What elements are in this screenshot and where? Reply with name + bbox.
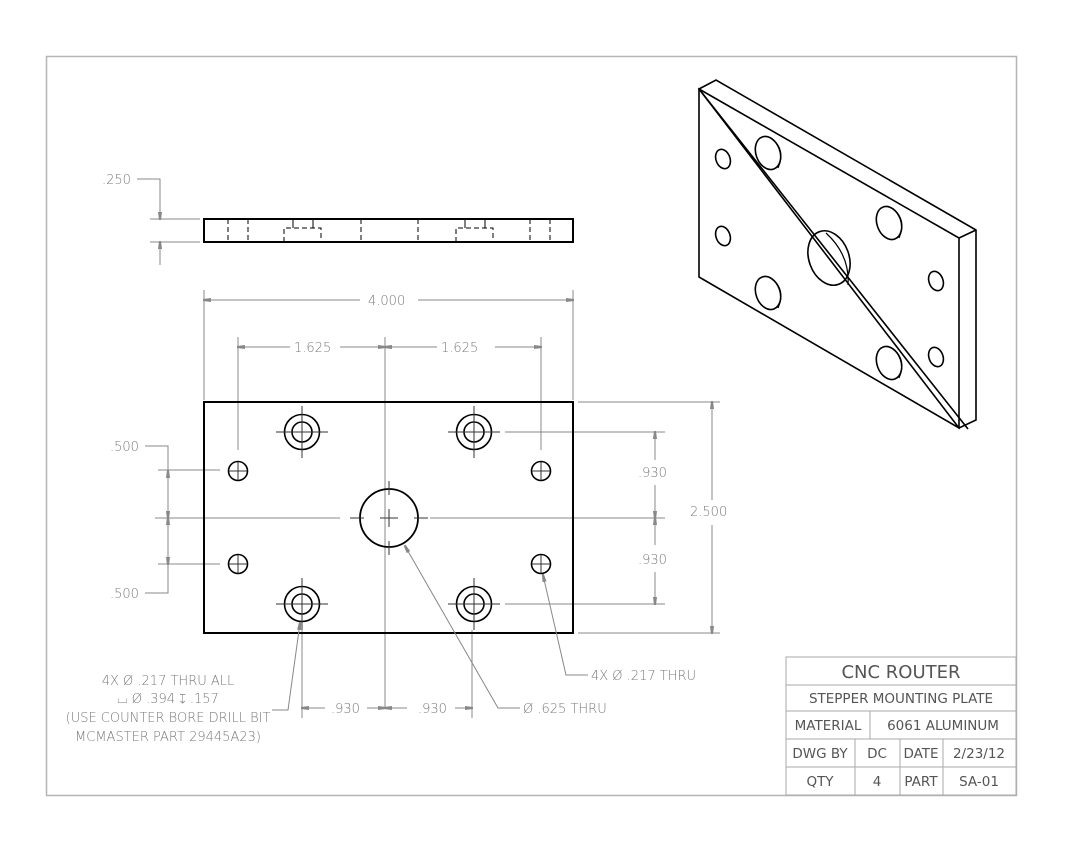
counterbore-callout: 4X Ø .217 THRU ALL ⌴ Ø .394 ↧ .157 (USE … (66, 674, 271, 745)
material-value: 6061 ALUMINUM (887, 718, 999, 734)
title-block: CNC ROUTER STEPPER MOUNTING PLATE MATERI… (785, 656, 1017, 796)
hidden-lines (227, 219, 551, 242)
date-label: DATE (903, 746, 938, 762)
part-value: SA-01 (959, 774, 999, 790)
svg-text:4X Ø .217 THRU ALL: 4X Ø .217 THRU ALL (102, 674, 235, 689)
plate-outline (203, 401, 574, 634)
svg-text:(USE COUNTER BORE DRILL BIT: (USE COUNTER BORE DRILL BIT (66, 711, 271, 726)
qty-label: QTY (806, 774, 834, 790)
upper-offset-label: .930 (638, 466, 667, 481)
thickness-label: .250 (102, 173, 131, 188)
height-dimension (653, 401, 714, 634)
svg-text:⌴ Ø .394 ↧ .157: ⌴ Ø .394 ↧ .157 (117, 692, 219, 707)
side-view-outline (203, 218, 574, 243)
project-name: CNC ROUTER (841, 662, 960, 683)
left-upper-label: .500 (110, 440, 139, 455)
small-holes-callout: 4X Ø .217 THRU (591, 669, 696, 684)
top-view: 4.000 1.625 1.625 (110, 290, 727, 718)
sheet-border (45, 55, 1018, 797)
left-lower-label: .500 (110, 587, 139, 602)
small-holes (227, 460, 552, 575)
side-view: .250 (102, 173, 574, 265)
bottom-left-label: .930 (331, 702, 360, 717)
right-span-label: 1.625 (441, 341, 478, 356)
center-hole-callout: Ø .625 THRU (523, 702, 607, 717)
part-name: STEPPER MOUNTING PLATE (809, 691, 993, 707)
part-label: PART (904, 774, 938, 790)
height-label: 2.500 (690, 505, 727, 520)
thickness-dimension (137, 178, 200, 265)
svg-text:MCMASTER PART 29445A23): MCMASTER PART 29445A23) (75, 730, 261, 745)
callout-leaders (272, 544, 588, 711)
drawn-by-value: DC (867, 746, 887, 762)
drawn-by-label: DWG BY (792, 746, 848, 762)
left-span-label: 1.625 (294, 341, 331, 356)
material-label: MATERIAL (795, 718, 862, 734)
date-value: 2/23/12 (953, 746, 1005, 762)
left-offset-dimensions (145, 445, 170, 594)
qty-value: 4 (873, 774, 882, 790)
bottom-right-label: .930 (418, 702, 447, 717)
width-label: 4.000 (368, 294, 405, 309)
lower-offset-label: .930 (638, 553, 667, 568)
isometric-view (697, 79, 977, 430)
